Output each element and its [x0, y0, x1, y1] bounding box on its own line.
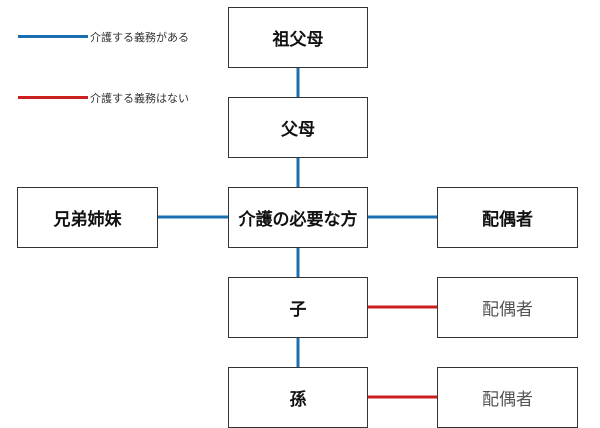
node-grandparents: 祖父母: [228, 7, 368, 68]
node-grandchild: 孫: [228, 367, 368, 428]
legend-obligated-label: 介護する義務がある: [90, 31, 189, 44]
legend-obligated-swatch: [18, 35, 88, 38]
node-siblings: 兄弟姉妹: [17, 187, 158, 248]
node-grandchild-spouse: 配偶者: [437, 367, 578, 428]
node-parents: 父母: [228, 97, 368, 158]
legend-not-obligated-swatch: [18, 96, 88, 99]
legend-not-obligated-label: 介護する義務はない: [90, 92, 189, 105]
node-spouse: 配偶者: [437, 187, 578, 248]
node-child-spouse: 配偶者: [437, 277, 578, 338]
node-care-recipient: 介護の必要な方: [228, 187, 368, 248]
node-child: 子: [228, 277, 368, 338]
relationship-diagram: [158, 68, 438, 399]
